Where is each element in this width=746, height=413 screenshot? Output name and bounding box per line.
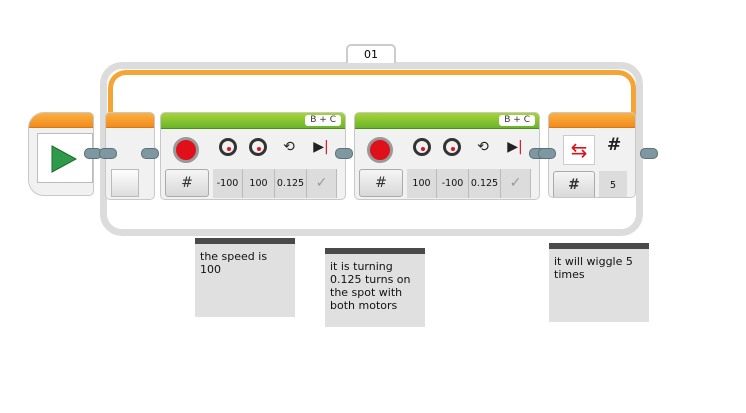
- loop-end-header: [549, 113, 635, 128]
- comment-box[interactable]: it will wiggle 5 times: [549, 243, 649, 322]
- play-icon: [51, 145, 78, 173]
- power-left-value[interactable]: -100: [213, 169, 243, 198]
- motor-block-header: [161, 113, 345, 129]
- brake-check-icon[interactable]: ✓: [307, 169, 337, 198]
- comment-box[interactable]: the speed is 100: [195, 238, 295, 317]
- brake-icon: ▶|: [313, 139, 329, 155]
- loop-start-header: [106, 113, 154, 128]
- motor-block-header: [355, 113, 539, 129]
- rotations-icon: ⟲: [283, 139, 295, 155]
- power-left-value[interactable]: 100: [407, 169, 437, 198]
- sequence-plug[interactable]: [99, 148, 117, 159]
- start-block[interactable]: [28, 112, 94, 196]
- comment-text: it will wiggle 5 times: [554, 255, 633, 281]
- loop-input-slot: [111, 169, 139, 197]
- power-left-icon: [413, 138, 431, 156]
- loop-sequence-wire: [108, 70, 636, 120]
- power-right-icon: [249, 138, 267, 156]
- loop-mode-selector[interactable]: #: [553, 171, 595, 197]
- start-block-header: [29, 113, 93, 128]
- tank-motor-icon: [367, 137, 393, 163]
- sequence-plug[interactable]: [335, 148, 353, 159]
- rotations-value[interactable]: 0.125: [469, 169, 501, 198]
- comment-box[interactable]: it is turning 0.125 turns on the spot wi…: [325, 248, 425, 327]
- tank-motor-icon: [173, 137, 199, 163]
- rotations-icon: ⟲: [477, 139, 489, 155]
- loop-mode-icon[interactable]: ⇆: [563, 135, 595, 165]
- port-selector[interactable]: B + C: [499, 115, 535, 126]
- start-button[interactable]: [37, 133, 93, 183]
- comment-bar: [195, 238, 295, 244]
- port-selector[interactable]: B + C: [305, 115, 341, 126]
- sequence-plug[interactable]: [141, 148, 159, 159]
- comment-bar: [325, 248, 425, 254]
- sequence-plug[interactable]: [538, 148, 556, 159]
- brake-icon: ▶|: [507, 139, 523, 155]
- count-label-icon: #: [607, 135, 622, 155]
- brake-check-icon[interactable]: ✓: [501, 169, 531, 198]
- move-tank-block[interactable]: B + C ⟲ ▶| # 100 -100 0.125 ✓: [354, 112, 540, 200]
- loop-count-value[interactable]: 5: [599, 171, 627, 197]
- comment-bar: [549, 243, 649, 249]
- rotations-value[interactable]: 0.125: [275, 169, 307, 198]
- mode-selector[interactable]: #: [165, 169, 209, 197]
- loop-name-label[interactable]: 01: [346, 44, 396, 63]
- power-right-icon: [443, 138, 461, 156]
- loop-end-block[interactable]: ⇆ # # 5: [548, 112, 636, 198]
- power-right-value[interactable]: 100: [243, 169, 275, 198]
- move-tank-block[interactable]: B + C ⟲ ▶| # -100 100 0.125 ✓: [160, 112, 346, 200]
- power-right-value[interactable]: -100: [437, 169, 469, 198]
- comment-text: the speed is 100: [200, 250, 268, 276]
- power-left-icon: [219, 138, 237, 156]
- comment-text: it is turning 0.125 turns on the spot wi…: [330, 260, 411, 312]
- mode-selector[interactable]: #: [359, 169, 403, 197]
- loop-exit-plug[interactable]: [640, 148, 658, 159]
